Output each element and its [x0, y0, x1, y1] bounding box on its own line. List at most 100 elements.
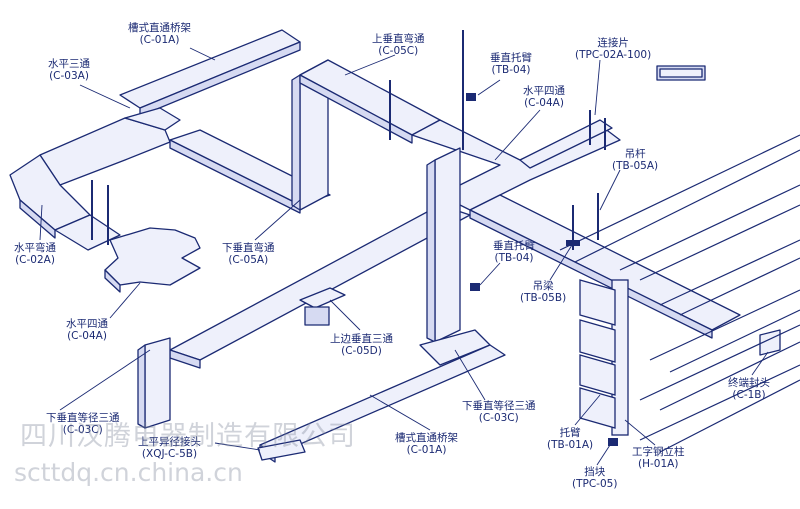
- tray-c02a-side: [19, 199, 56, 239]
- leader-tb05a: [599, 169, 621, 211]
- leader-c05a: [254, 199, 301, 241]
- label-c05d-name: 上边垂直三通: [330, 333, 393, 345]
- tray-riser-center: [434, 147, 461, 343]
- rail-2: [574, 149, 800, 263]
- leader-tpc02a: [594, 59, 601, 116]
- bracket-tb04-mid: [470, 283, 480, 291]
- rail-4: [639, 204, 800, 281]
- rail-1: [559, 134, 800, 251]
- leader-c03a: [79, 84, 131, 109]
- label-c02a-name: 水平弯通: [14, 242, 56, 254]
- tray-c05a-side: [169, 139, 301, 214]
- label-tb04-top: 垂直托臂 (TB-04): [490, 52, 532, 76]
- leader-tb04-mid: [479, 262, 501, 286]
- label-c01a-top-code: (C-01A): [139, 34, 180, 46]
- label-h01a: 工字钢立柱 (H-01A): [632, 446, 685, 470]
- label-tpc05: 挡块 (TPC-05): [572, 466, 617, 490]
- label-xqj: 上平异径接头 (XQJ-C-5B): [138, 436, 201, 460]
- tray-c03a-top: [124, 107, 181, 131]
- leader-c01a-bot: [369, 394, 431, 431]
- label-c03a-code: (C-03A): [49, 70, 89, 82]
- label-c1b-code: (C-1B): [732, 389, 766, 401]
- label-c03a: 水平三通 (C-03A): [48, 58, 90, 82]
- label-c04a-top: 水平四通 (C-04A): [523, 85, 565, 109]
- label-c03c-right: 下垂直等径三通 (C-03C): [462, 400, 536, 424]
- label-tb04-mid-name: 垂直托臂: [493, 240, 535, 252]
- bracket-tb04-top: [466, 93, 476, 101]
- arm-tb01a-1: [579, 279, 616, 326]
- label-tb05a-name: 吊杆: [624, 148, 646, 160]
- label-tb04-mid: 垂直托臂 (TB-04): [493, 240, 535, 264]
- tray-c03a: [39, 117, 171, 186]
- label-c03c-left-name: 下垂直等径三通: [46, 412, 120, 424]
- leader-c1b: [751, 351, 769, 376]
- label-c01a-bot-name: 槽式直通桥架: [395, 432, 458, 444]
- tray-c04a-left-side: [104, 269, 121, 293]
- label-c01a-bot: 槽式直通桥架 (C-01A): [395, 432, 458, 456]
- leader-tb01a: [574, 394, 601, 426]
- connector-tpc02a-inner: [659, 68, 703, 78]
- clip-tpc05: [608, 438, 618, 446]
- label-c03c-left-code: (C-03C): [62, 424, 103, 436]
- leader-tb05b: [549, 244, 573, 281]
- label-c03c-left: 下垂直等径三通 (C-03C): [46, 412, 120, 436]
- label-tb01a-code: (TB-01A): [547, 439, 594, 451]
- rail-11: [639, 364, 800, 441]
- label-c05c-code: (C-05C): [378, 45, 419, 57]
- label-c05a: 下垂直弯通 (C-05A): [222, 242, 275, 266]
- label-tb05b: 吊梁 (TB-05B): [520, 280, 566, 304]
- arm-tb01a-2: [579, 319, 616, 363]
- arm-tb01a-3: [579, 354, 616, 396]
- tray-c05d: [299, 287, 346, 309]
- label-c1b: 终端封头 (C-1B): [728, 377, 770, 401]
- label-tb01a: 托臂 (TB-01A): [547, 427, 593, 451]
- tray-riser-left-face: [291, 74, 301, 211]
- label-c01a-top: 槽式直通桥架 (C-01A): [128, 22, 191, 46]
- label-tpc02a: 连接片 (TPC-02A-100): [575, 37, 651, 61]
- label-h01a-code: (H-01A): [638, 458, 679, 470]
- rail-12: [659, 379, 800, 453]
- watermark-company: 四川汉腾电器制造有限公司: [20, 421, 356, 452]
- label-tb05a: 吊杆 (TB-05A): [612, 148, 658, 172]
- label-c04a-top-code: (C-04A): [524, 97, 564, 109]
- tray-c05c-side: [299, 74, 413, 144]
- rail-6: [679, 257, 800, 316]
- label-c03a-name: 水平三通: [48, 58, 90, 70]
- label-tpc02a-name: 连接片: [597, 37, 629, 49]
- label-c04a-left: 水平四通 (C-04A): [66, 318, 108, 342]
- label-c05d-code: (C-05D): [341, 345, 382, 357]
- tray-left-run: [54, 214, 121, 251]
- leader-c05c: [344, 54, 396, 76]
- tray-c03c-left-face: [137, 344, 146, 429]
- leader-tpc05: [596, 444, 611, 466]
- leader-c02a: [39, 204, 43, 241]
- label-xqj-code: (XQJ-C-5B): [141, 448, 198, 460]
- label-c01a-bot-code: (C-01A): [406, 444, 447, 456]
- leader-h01a: [624, 419, 656, 446]
- label-c04a-left-code: (C-04A): [67, 330, 107, 342]
- rail-7: [649, 289, 800, 361]
- leader-tb04-top: [477, 79, 501, 96]
- label-c05a-code: (C-05A): [228, 254, 269, 266]
- label-c05c: 上垂直弯通 (C-05C): [372, 33, 425, 57]
- label-tpc05-name: 挡块: [584, 466, 606, 478]
- label-tb05a-code: (TB-05A): [612, 160, 659, 172]
- tray-reducer: [257, 439, 306, 461]
- label-c02a: 水平弯通 (C-02A): [14, 242, 56, 266]
- label-c01a-top-name: 槽式直通桥架: [128, 22, 191, 34]
- label-c05c-name: 上垂直弯通: [372, 33, 425, 45]
- rail-5: [659, 239, 800, 306]
- label-c05d: 上边垂直三通 (C-05D): [330, 333, 393, 357]
- tray-riser-center-face: [426, 159, 436, 343]
- rail-9: [639, 324, 800, 401]
- label-c05a-name: 下垂直弯通: [222, 242, 275, 254]
- label-c1b-name: 终端封头: [728, 377, 770, 389]
- label-tpc02a-code: (TPC-02A-100): [575, 49, 652, 61]
- tray-c01a-bot: [169, 204, 471, 361]
- rail-3: [619, 184, 800, 271]
- label-tb04-top-name: 垂直托臂: [490, 52, 532, 64]
- rail-8: [669, 309, 800, 373]
- leader-c04a-top: [494, 109, 541, 161]
